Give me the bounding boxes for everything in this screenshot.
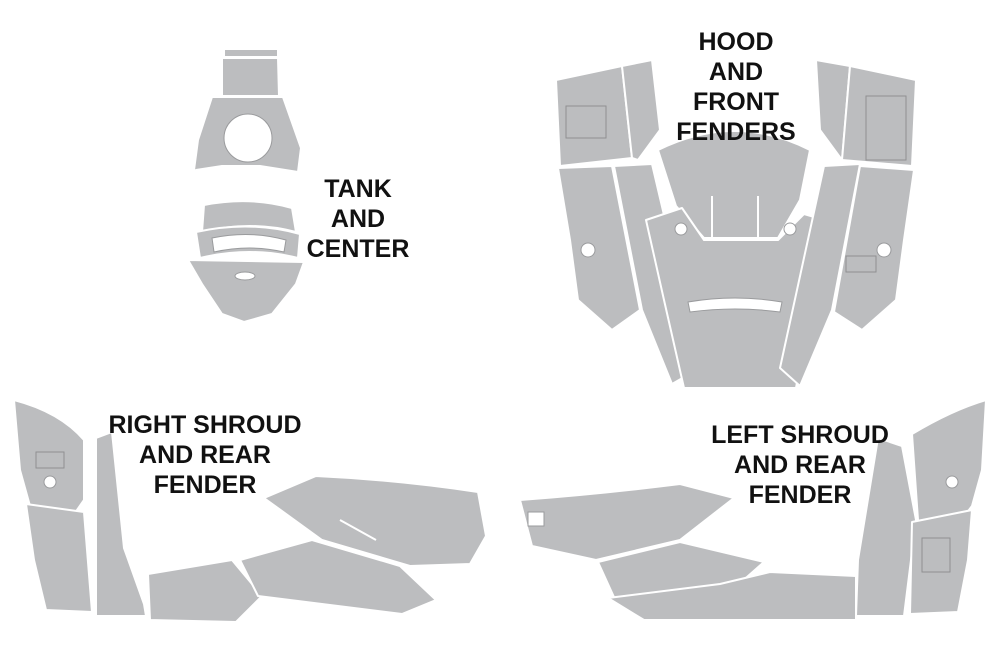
left-label-line-1: LEFT SHROUD bbox=[711, 421, 889, 449]
tank-front-panel bbox=[187, 259, 305, 323]
rear-fender-left-lower bbox=[607, 571, 857, 621]
hood-label-line-1: HOOD bbox=[698, 28, 774, 56]
left-label-line-2: AND REAR bbox=[734, 451, 866, 479]
left-shroud-lower bbox=[909, 509, 973, 615]
left-shroud-rear-fender-label: LEFT SHROUD AND REAR FENDER bbox=[700, 420, 900, 510]
left-shroud-rear-fender-group bbox=[519, 399, 987, 621]
rear-fender-right-lower bbox=[147, 559, 263, 623]
tank-top-strip bbox=[223, 48, 279, 58]
left-shroud-hole bbox=[945, 475, 959, 489]
right-label-line-1: RIGHT SHROUD bbox=[108, 411, 302, 439]
right-label-line-3: FENDER bbox=[153, 471, 257, 499]
front-panel-slot bbox=[234, 271, 256, 281]
rear-fender-left-top bbox=[519, 483, 735, 561]
left-fender-strip bbox=[621, 59, 661, 161]
right-shroud-hole bbox=[43, 475, 57, 489]
right-shroud-rear-fender-label: RIGHT SHROUD AND REAR FENDER bbox=[100, 410, 310, 500]
hood-label-line-2: AND bbox=[708, 58, 764, 86]
hood-and-front-fenders-group bbox=[555, 59, 917, 389]
right-fender-slot bbox=[845, 255, 877, 273]
center-window-cutout bbox=[211, 233, 287, 253]
left-fender-tab-cutout bbox=[527, 511, 545, 527]
right-fender-seam bbox=[339, 519, 377, 541]
rear-fender-right-mid bbox=[239, 539, 437, 615]
rear-fender-right-top bbox=[263, 475, 487, 567]
hood-left-hole bbox=[674, 222, 688, 236]
tank-and-center-label: TANK AND CENTER bbox=[298, 174, 418, 264]
left-label-line-3: FENDER bbox=[748, 481, 852, 509]
right-shroud-rear-fender-group bbox=[13, 399, 487, 623]
right-shroud-window bbox=[35, 451, 65, 469]
right-fender-window bbox=[865, 95, 907, 161]
hood-vent-cutout bbox=[687, 297, 783, 313]
tank-label-line-1: TANK bbox=[324, 175, 392, 203]
left-shroud-strip bbox=[855, 437, 917, 617]
hood-label-line-4: FENDERS bbox=[676, 118, 796, 146]
left-shroud-window bbox=[921, 537, 951, 573]
left-front-fender-side bbox=[557, 165, 641, 331]
right-fender-hole bbox=[876, 242, 892, 258]
hood-label-line-3: FRONT bbox=[692, 88, 780, 116]
tank-label-line-2: AND bbox=[330, 205, 386, 233]
tank-upper-panel bbox=[221, 57, 280, 97]
right-label-line-2: AND REAR bbox=[139, 441, 271, 469]
tank-label-line-3: CENTER bbox=[306, 235, 410, 263]
hood-and-front-fenders-label: HOOD AND FRONT FENDERS bbox=[664, 27, 808, 147]
right-shroud-lower bbox=[25, 503, 93, 613]
left-fender-hole bbox=[580, 242, 596, 258]
hood-right-hole bbox=[783, 222, 797, 236]
right-front-fender-side bbox=[833, 165, 915, 331]
fuel-cap-cutout bbox=[223, 113, 273, 163]
left-fender-window bbox=[565, 105, 607, 139]
right-front-fender-top bbox=[841, 65, 917, 167]
tank-and-center-group bbox=[187, 48, 305, 323]
right-fender-lower-strip bbox=[779, 163, 861, 387]
right-shroud-strip bbox=[95, 431, 147, 617]
left-front-fender-top bbox=[555, 65, 633, 167]
